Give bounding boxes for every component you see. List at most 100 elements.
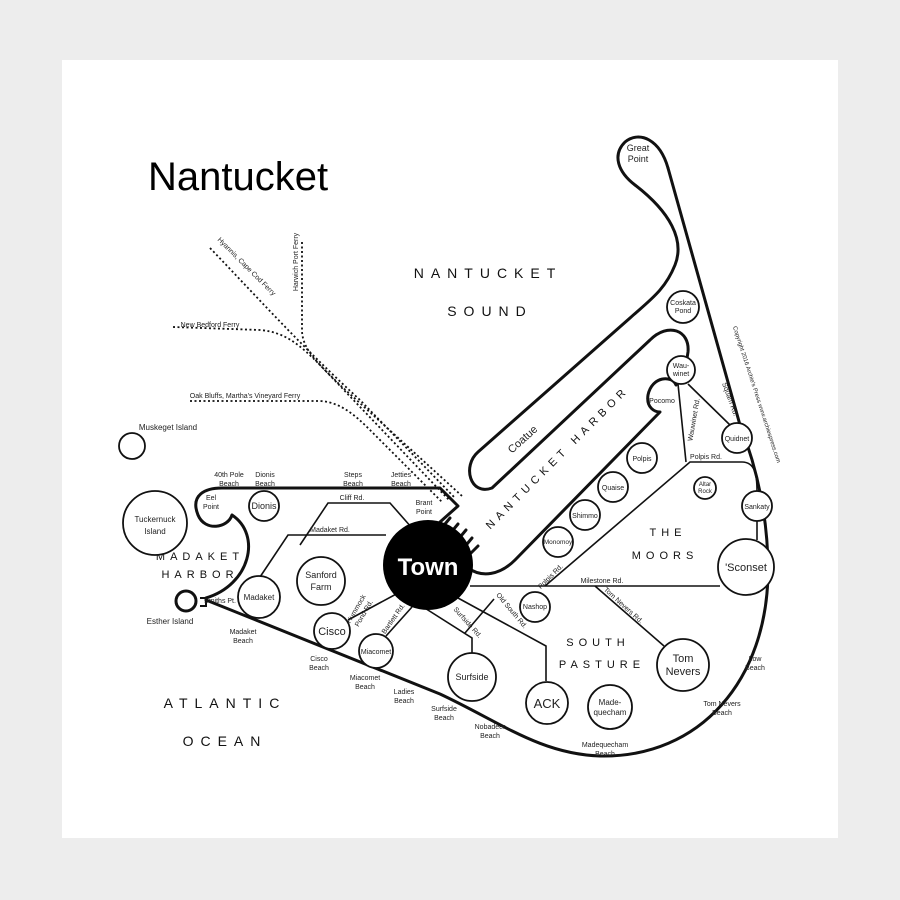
road-label-milestone: Milestone Rd. [581, 578, 624, 585]
beach-madaket-line1: Madaket [230, 629, 257, 636]
coskata-pond-stop[interactable] [666, 290, 700, 324]
altar-rock-label-2: Rock [698, 489, 713, 495]
shimmo-stop[interactable] [569, 499, 601, 531]
beach-40th-pole-line2: Beach [219, 481, 239, 488]
miacomet-label: Miacomet [361, 649, 391, 656]
beach-surfside-line2: Beach [434, 715, 454, 722]
tuckernuck-island[interactable] [122, 490, 188, 556]
print-paper [62, 60, 838, 838]
beach-ladies-line2: Beach [394, 698, 414, 705]
esther-island[interactable] [174, 589, 198, 613]
miacomet-stop[interactable] [358, 633, 394, 669]
nashop-label: Nashop [523, 604, 547, 611]
beach-madaket-line2: Beach [233, 638, 253, 645]
cisco-label: Cisco [318, 626, 346, 638]
coskata-pond-label: Coskata [670, 300, 696, 307]
water-label-harbor: HARBOR [161, 569, 238, 581]
madequecham-label-2: quecham [594, 708, 627, 717]
eel-point-label: Eel [206, 495, 217, 502]
wauwinet-stop[interactable] [666, 355, 696, 385]
polpis-stop[interactable] [626, 442, 658, 474]
road-connector [464, 598, 495, 634]
eel-point-label-2: Point [203, 504, 219, 511]
tom-nevers-label: Tom [673, 653, 694, 665]
sanford-farm-label-2: Farm [311, 582, 332, 592]
quaise-label: Quaise [602, 485, 624, 492]
sankaty-stop[interactable] [741, 490, 773, 522]
sanford-farm-stop[interactable] [296, 556, 346, 606]
muskeget-island-label: Muskeget Island [139, 423, 197, 432]
ack-stop[interactable] [525, 681, 569, 725]
beach-low-line1: Low [749, 656, 763, 663]
beach-40th-pole-line1: 40th Pole [214, 472, 244, 479]
quidnet-stop[interactable] [721, 422, 753, 454]
road-squam [687, 383, 731, 426]
road-cliff [299, 502, 413, 546]
ferry-label-new-bedford: New Bedford Ferry [181, 322, 240, 329]
quaise-stop[interactable] [597, 471, 629, 503]
madequecham-stop[interactable] [587, 684, 633, 730]
ferry-label-oak-bluffs: Oak Bluffs, Martha's Vineyard Ferry [190, 393, 301, 400]
town-stop[interactable] [383, 520, 473, 610]
road-polpis [544, 461, 758, 587]
beach-ladies-line1: Ladies [394, 689, 415, 696]
road-label-polpis-upper: Polpis Rd. [690, 454, 722, 461]
altar-rock-stop[interactable] [693, 476, 717, 500]
beach-tom-nevers-line2: Beach [712, 710, 732, 717]
madaket-stop[interactable] [237, 575, 281, 619]
monomoy-label: Monomoy [544, 539, 573, 546]
beach-tom-nevers-line1: Tom Nevers [703, 701, 741, 708]
sconset-stop[interactable] [717, 538, 775, 596]
brant-point-label-2: Point [416, 509, 432, 516]
beach-steps-line1: Steps [344, 472, 362, 479]
beach-nobadeer-line2: Beach [480, 733, 500, 740]
sanford-farm-label: Sanford [305, 570, 337, 580]
cisco-stop[interactable] [313, 612, 351, 650]
beach-miacomet-line2: Beach [355, 684, 375, 691]
quidnet-label: Quidnet [725, 436, 750, 443]
pocomo-label: Pocomo [649, 398, 675, 405]
region-label-south: SOUTH [566, 637, 630, 649]
tom-nevers-stop[interactable] [656, 638, 710, 692]
surfside-stop[interactable] [447, 652, 497, 702]
dionis-label: Dionis [251, 501, 277, 511]
wauwinet-label: Wau- [673, 363, 690, 370]
monomoy-stop[interactable] [542, 526, 574, 558]
tuckernuck-island-label-2: Island [144, 527, 165, 536]
beach-surfside-line1: Surfside [431, 706, 457, 713]
beach-madequecham-line1: Madequecham [582, 742, 628, 749]
water-label-sound: SOUND [447, 303, 533, 319]
beach-steps-line2: Beach [343, 481, 363, 488]
great-point-label-2: Point [628, 154, 649, 164]
dionis-stop[interactable] [248, 490, 280, 522]
nashop-stop[interactable] [519, 591, 551, 623]
smiths-point-label: Smiths Pt. [204, 598, 236, 605]
surfside-label: Surfside [455, 672, 488, 682]
road-surfside [419, 604, 473, 653]
tom-nevers-label-2: Nevers [666, 666, 701, 678]
beach-madequecham-line2: Beach [595, 751, 615, 758]
beach-cisco-line2: Beach [309, 665, 329, 672]
ferry-line-hyannis [209, 247, 456, 499]
shimmo-label: Shimmo [572, 513, 598, 520]
map-title: Nantucket [148, 155, 328, 199]
muskeget-island[interactable] [118, 432, 146, 460]
esther-island-label: Esther Island [147, 617, 194, 626]
wauwinet-label-2: winet [672, 371, 689, 378]
beach-nobadeer-line1: Nobadeer [475, 724, 506, 731]
ferry-line-oak-bluffs [190, 400, 444, 504]
road-label-madaket: Madaket Rd. [310, 527, 350, 534]
water-label-atlantic: ATLANTIC [164, 695, 287, 711]
water-label-nantucket: NANTUCKET [414, 265, 563, 281]
madequecham-label: Made- [599, 698, 622, 707]
